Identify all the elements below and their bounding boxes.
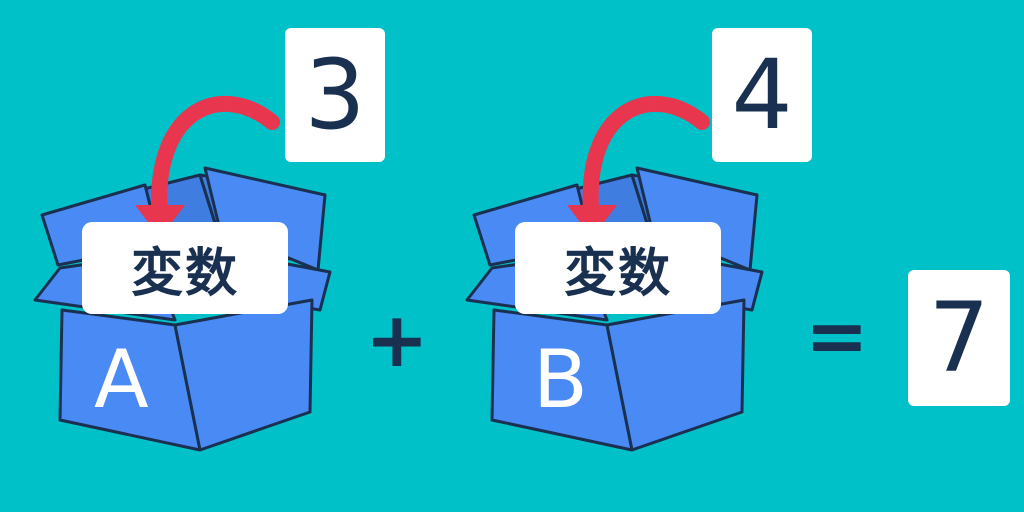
result-card: 7 bbox=[908, 270, 1010, 406]
curved-arrow-icon bbox=[135, 96, 280, 238]
variable-label-card-b: 変数 bbox=[515, 222, 721, 314]
value-card-a: 3 bbox=[285, 28, 385, 162]
equals-operator: = bbox=[805, 291, 869, 380]
plus-operator: + bbox=[365, 295, 429, 384]
value-b: 4 bbox=[731, 39, 793, 151]
curved-arrow-icon bbox=[567, 96, 710, 238]
variable-label-card-a: 変数 bbox=[82, 222, 288, 314]
box-letter-b: B bbox=[533, 333, 588, 426]
value-card-b: 4 bbox=[712, 28, 812, 162]
variable-label-b: 変数 bbox=[563, 243, 672, 304]
result-value: 7 bbox=[928, 282, 990, 394]
variable-label-a: 変数 bbox=[130, 243, 239, 304]
box-letter-a: A bbox=[94, 333, 149, 426]
value-a: 3 bbox=[304, 39, 366, 151]
